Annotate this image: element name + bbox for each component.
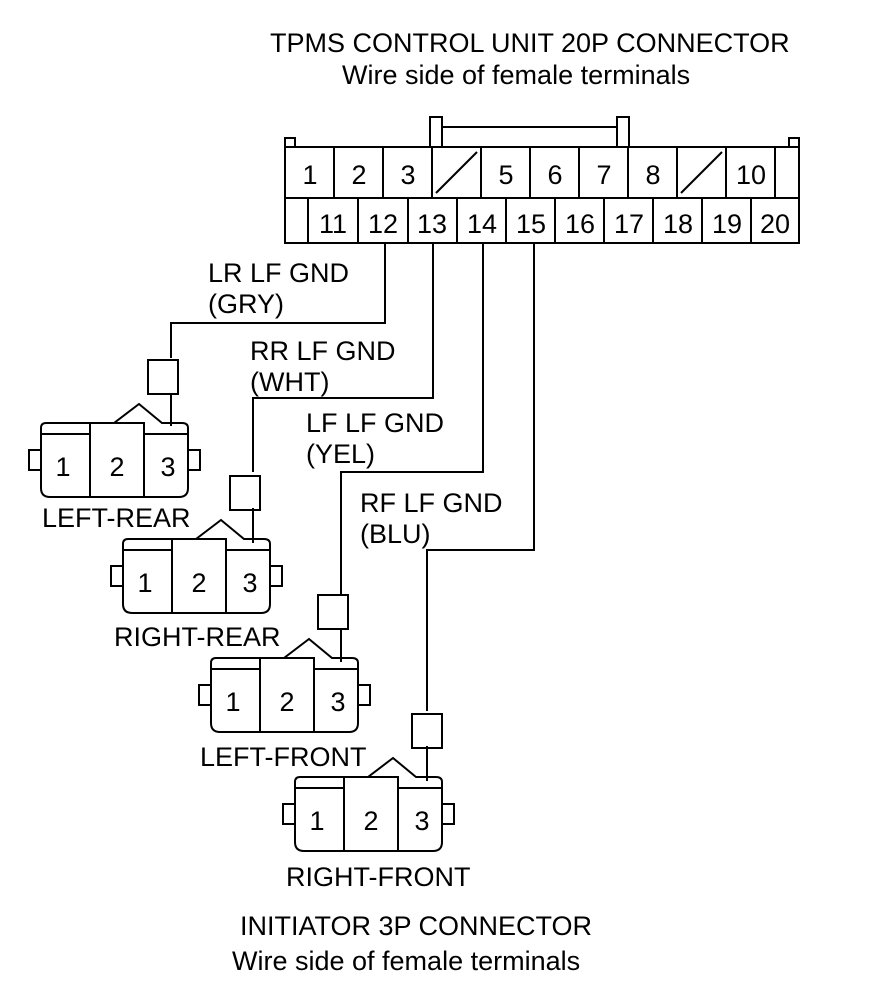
wire-label-rf: RF LF GND	[360, 488, 503, 518]
main-pin-17: 17	[614, 209, 644, 239]
initiator-right-front-pin-1: 1	[309, 806, 324, 836]
main-pin-3: 3	[400, 160, 415, 190]
connector-right-front	[282, 713, 455, 852]
wire-color-rr: (WHT)	[250, 367, 330, 397]
wire-color-lf: (YEL)	[306, 439, 376, 469]
terminal-lock-left-rear	[147, 359, 179, 395]
initiator-right-rear-pin-3: 3	[242, 568, 257, 598]
wire-label-rr: RR LF GND	[250, 336, 396, 366]
pin-cell-2	[89, 422, 145, 498]
main-pin-16: 16	[565, 209, 595, 239]
main-connector-subtitle: Wire side of female terminals	[342, 60, 691, 90]
initiator-left-front-pin-3: 3	[330, 687, 345, 717]
main-pin-1: 1	[302, 160, 317, 190]
wire-color-rf: (BLU)	[360, 519, 431, 549]
main-pin-15: 15	[516, 209, 546, 239]
main-pin-10: 10	[736, 160, 766, 190]
main-pin-8: 8	[645, 160, 660, 190]
main-pin-20: 20	[760, 209, 790, 239]
wire-color-lr: (GRY)	[208, 289, 285, 319]
initiator-right-front-pin-3: 3	[414, 806, 429, 836]
connector-label-right-front: RIGHT-FRONT	[286, 862, 471, 892]
main-pin-5: 5	[498, 160, 513, 190]
initiator-left-rear-pin-2: 2	[109, 452, 124, 482]
initiator-right-front-pin-2: 2	[363, 806, 378, 836]
terminal-lock-left-front	[317, 594, 349, 630]
wire-label-lr: LR LF GND	[208, 258, 350, 288]
main-connector-title: TPMS CONTROL UNIT 20P CONNECTOR	[270, 28, 790, 58]
initiator-left-rear-pin-1: 1	[55, 452, 70, 482]
main-connector	[284, 116, 800, 244]
latch-post-left	[429, 116, 443, 148]
initiator-pins: 1 2 3 1 2 3 1 2 3 1 2 3	[55, 452, 429, 836]
main-pin-18: 18	[663, 209, 693, 239]
terminal-lock-right-rear	[229, 475, 261, 511]
connector-label-right-rear: RIGHT-REAR	[114, 622, 281, 652]
wire-rr-wht	[252, 243, 434, 472]
terminal-lock-right-front	[411, 713, 443, 749]
connector-left-front	[198, 594, 371, 733]
main-pin-13: 13	[417, 209, 447, 239]
main-pin-7: 7	[596, 160, 611, 190]
initiator-left-rear-pin-3: 3	[160, 452, 175, 482]
initiator-connector-subtitle: Wire side of female terminals	[232, 946, 581, 976]
main-pin-2: 2	[351, 160, 366, 190]
main-pin-14: 14	[467, 209, 497, 239]
connector-right-rear	[110, 475, 283, 614]
wire-rf-blu	[426, 243, 535, 711]
main-pin-11: 11	[319, 209, 347, 239]
main-connector-body	[284, 146, 800, 244]
latch-post-right	[616, 116, 630, 148]
connector-left-rear	[28, 359, 201, 498]
initiator-right-rear-pin-1: 1	[137, 568, 152, 598]
initiator-left-front-pin-2: 2	[279, 687, 294, 717]
initiator-right-rear-pin-2: 2	[191, 568, 206, 598]
initiator-connector-title: INITIATOR 3P CONNECTOR	[240, 911, 593, 941]
wire-label-lf: LF LF GND	[306, 408, 445, 438]
connector-label-left-front: LEFT-FRONT	[200, 742, 367, 772]
connector-label-left-rear: LEFT-REAR	[42, 503, 191, 533]
main-pin-12: 12	[368, 209, 398, 239]
initiator-left-front-pin-1: 1	[225, 687, 240, 717]
main-pin-6: 6	[547, 160, 562, 190]
wire-lr-gry	[170, 243, 386, 358]
wire-lf-yel	[340, 243, 484, 594]
main-pin-19: 19	[712, 209, 742, 239]
